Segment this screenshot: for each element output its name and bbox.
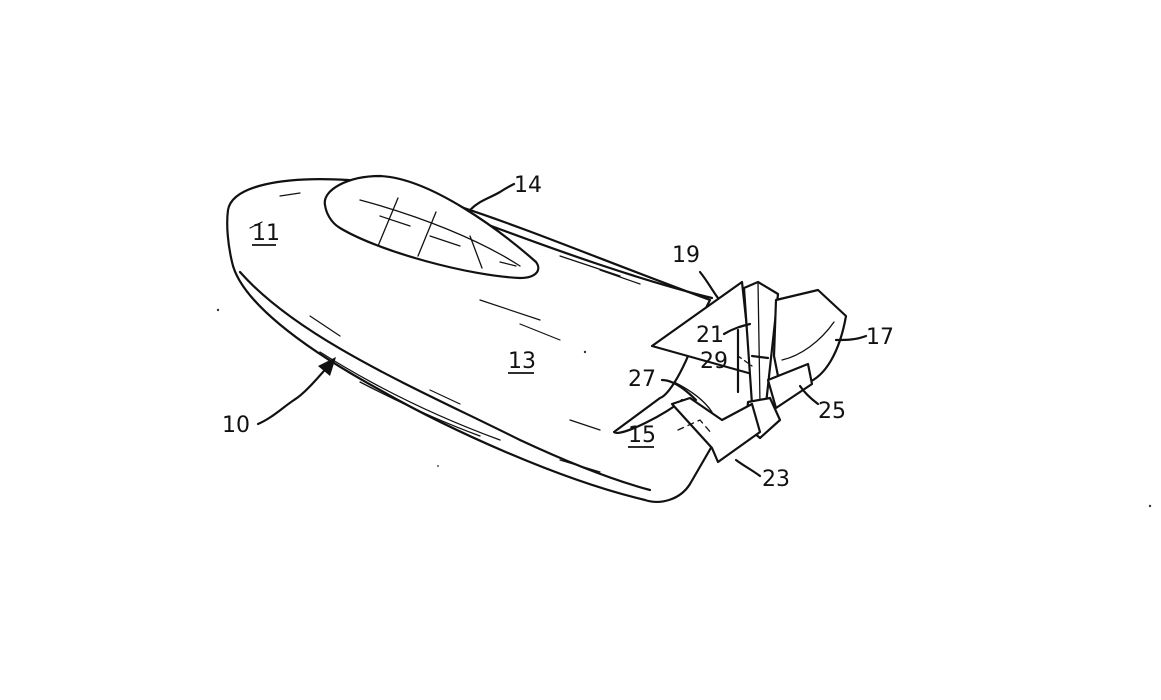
numeral-14: 14 <box>514 173 542 198</box>
numeral-17: 17 <box>866 325 894 350</box>
canopy-frame-2 <box>377 197 399 247</box>
leader-19 <box>698 270 720 300</box>
hull-chine <box>238 270 652 492</box>
canopy-frame-4 <box>469 235 483 269</box>
hull-shade-8 <box>569 419 601 431</box>
reference-numerals: 10 11 13 14 15 17 19 21 23 25 27 29 <box>222 173 894 492</box>
hidden-line-29 <box>737 355 753 367</box>
canopy-shade-1 <box>379 215 411 227</box>
hidden-line <box>677 419 713 435</box>
numeral-15: 15 <box>628 423 656 448</box>
canopy-frame-1 <box>359 199 521 267</box>
canopy <box>323 174 540 280</box>
numeral-10: 10 <box>222 413 250 438</box>
leader-17 <box>834 334 868 342</box>
hull-shade-2 <box>249 221 263 229</box>
hull-shade-9 <box>559 459 601 473</box>
arrowhead-10 <box>318 357 336 376</box>
leader-21 <box>722 322 752 336</box>
numeral-25: 25 <box>818 399 846 424</box>
leader-29 <box>750 354 770 360</box>
numeral-29: 29 <box>700 349 728 374</box>
canopy-shade-3 <box>499 261 517 267</box>
leader-14 <box>468 182 516 212</box>
leader-10 <box>256 362 332 426</box>
fin-17-curve <box>781 321 835 361</box>
foil-25 <box>766 362 814 410</box>
numeral-11: 11 <box>252 221 280 246</box>
numeral-13: 13 <box>508 349 536 374</box>
numeral-27: 27 <box>628 367 656 392</box>
leader-25 <box>798 384 820 406</box>
stern-assembly <box>650 280 848 464</box>
leader-lines <box>256 182 868 478</box>
hull-shade-1 <box>279 192 301 197</box>
numeral-19: 19 <box>672 243 700 268</box>
canopy-frame-3 <box>417 211 437 257</box>
strut-21 <box>742 280 780 406</box>
hull-shade-10 <box>309 315 341 337</box>
leader-27 <box>660 378 698 402</box>
strut-21-edge <box>757 281 761 405</box>
hull-deck-edge <box>468 216 714 300</box>
hull-shade-3 <box>479 299 541 321</box>
foil-23 <box>670 396 762 464</box>
scan-specks <box>216 308 1152 508</box>
numeral-23: 23 <box>762 467 790 492</box>
hull <box>226 178 724 503</box>
hull-shade-7 <box>429 389 461 405</box>
canopy-outline <box>323 174 540 280</box>
hull-bottom-shade-2 <box>359 381 481 437</box>
numeral-21: 21 <box>696 323 724 348</box>
hull-bottom-shade <box>319 351 501 441</box>
canopy-shade-2 <box>429 235 461 247</box>
hull-shade-4 <box>519 323 561 341</box>
hull-shade-5 <box>559 255 621 277</box>
leader-23 <box>734 458 762 478</box>
hull-shade-6 <box>599 269 641 285</box>
